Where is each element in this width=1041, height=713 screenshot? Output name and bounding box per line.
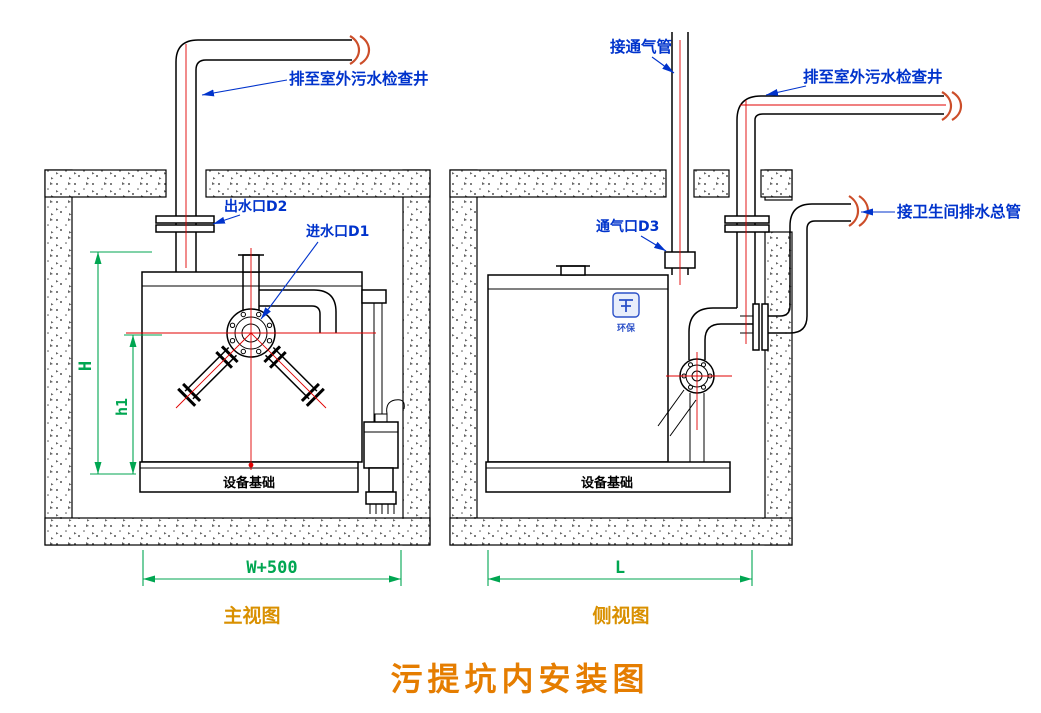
label-vent-connection: 接通气管 bbox=[610, 37, 672, 56]
front-view-caption: 主视图 bbox=[223, 604, 280, 627]
drawing-title: 污提坑内安装图 bbox=[390, 660, 649, 698]
front-pit-top-slab-left bbox=[44, 169, 167, 198]
pipe-break-symbol bbox=[359, 35, 371, 65]
side-tank: 环保 bbox=[487, 265, 669, 463]
dim-text-h1: h1 bbox=[113, 398, 131, 416]
side-pit-floor bbox=[449, 517, 793, 546]
side-equipment-base bbox=[485, 461, 731, 493]
pump-strainer bbox=[365, 491, 397, 505]
front-view: H h1 W+500 排至室外污水检查井 出水口D2 进水口D1 设备基础 主视… bbox=[44, 35, 431, 627]
leader-vent-connection bbox=[651, 56, 675, 74]
side-view-caption: 侧视图 bbox=[592, 604, 649, 627]
front-pit-walls bbox=[44, 169, 431, 546]
conduit-fitting bbox=[361, 289, 387, 304]
pump-body bbox=[363, 421, 399, 469]
pipe-break-symbol bbox=[349, 35, 361, 65]
side-view: 环保 bbox=[449, 32, 1021, 627]
side-pit-top-slab-left bbox=[449, 169, 667, 198]
side-pit-walls bbox=[449, 169, 793, 546]
flange-bolts bbox=[229, 311, 273, 355]
tank-body-front bbox=[141, 271, 363, 463]
front-outlet-pipe bbox=[175, 35, 371, 272]
logo-text: 环保 bbox=[617, 322, 636, 334]
pipe-break-symbol bbox=[941, 91, 953, 121]
side-labels: 接通气管 排至室外污水检查井 接卫生间排水总管 通气口D3 设备基础 侧视图 bbox=[581, 37, 1021, 627]
front-dimensions: H h1 W+500 bbox=[76, 251, 402, 586]
side-pit-top-slab-mid bbox=[693, 169, 730, 198]
inlet-flange bbox=[752, 303, 760, 351]
front-labels: 排至室外污水检查井 出水口D2 进水口D1 设备基础 主视图 bbox=[201, 69, 429, 627]
front-pit-right-wall bbox=[402, 169, 431, 546]
front-pump-assembly bbox=[361, 289, 405, 514]
side-centerlines bbox=[666, 40, 946, 430]
pump-handle bbox=[374, 413, 388, 423]
front-pit-floor bbox=[44, 517, 431, 546]
pump-cable bbox=[386, 399, 405, 415]
side-pit-right-wall bbox=[764, 231, 793, 546]
leader-inlet bbox=[260, 241, 319, 320]
label-outlet-port: 出水口D2 bbox=[224, 198, 287, 215]
brand-logo: 环保 bbox=[612, 292, 640, 334]
pipe-break-symbol bbox=[951, 91, 963, 121]
label-vent-port: 通气口D3 bbox=[596, 218, 659, 235]
side-discharge-pipe bbox=[657, 91, 963, 462]
label-toilet-drain-main: 接卫生间排水总管 bbox=[897, 202, 1021, 221]
dim-text-W: W+500 bbox=[246, 558, 297, 578]
tank-body-side bbox=[487, 274, 669, 463]
leader-vent-port bbox=[640, 235, 667, 252]
riser-flange bbox=[724, 215, 770, 224]
front-centerlines bbox=[126, 44, 376, 470]
front-tank bbox=[141, 254, 363, 463]
dim-text-H: H bbox=[76, 361, 96, 371]
front-pit-top-slab-right bbox=[205, 169, 431, 198]
dim-text-L: L bbox=[615, 558, 625, 578]
pipe-break-symbol bbox=[858, 195, 870, 227]
side-pit-left-wall bbox=[449, 169, 478, 546]
pipe-break-symbol bbox=[848, 195, 860, 227]
riser-flange bbox=[724, 224, 770, 233]
front-pit-left-wall bbox=[44, 169, 73, 546]
label-to-outdoor-well-front: 排至室外污水检查井 bbox=[289, 69, 429, 88]
inlet-flange bbox=[761, 303, 769, 351]
label-to-outdoor-well-side: 排至室外污水检查井 bbox=[803, 67, 943, 86]
leader-outlet bbox=[212, 214, 241, 225]
side-pit-top-slab-right bbox=[760, 169, 793, 198]
leader-outdoor-well bbox=[201, 79, 288, 97]
front-outlet-flange bbox=[155, 215, 215, 233]
side-dimensions: L bbox=[487, 550, 753, 586]
leader-outdoor-well-side bbox=[765, 85, 807, 96]
label-inlet-port: 进水口D1 bbox=[306, 223, 369, 240]
tank-top-stub-side bbox=[560, 265, 586, 276]
label-equipment-base-front: 设备基础 bbox=[223, 475, 275, 491]
label-equipment-base-side: 设备基础 bbox=[581, 475, 633, 491]
front-equipment-base bbox=[139, 461, 359, 493]
